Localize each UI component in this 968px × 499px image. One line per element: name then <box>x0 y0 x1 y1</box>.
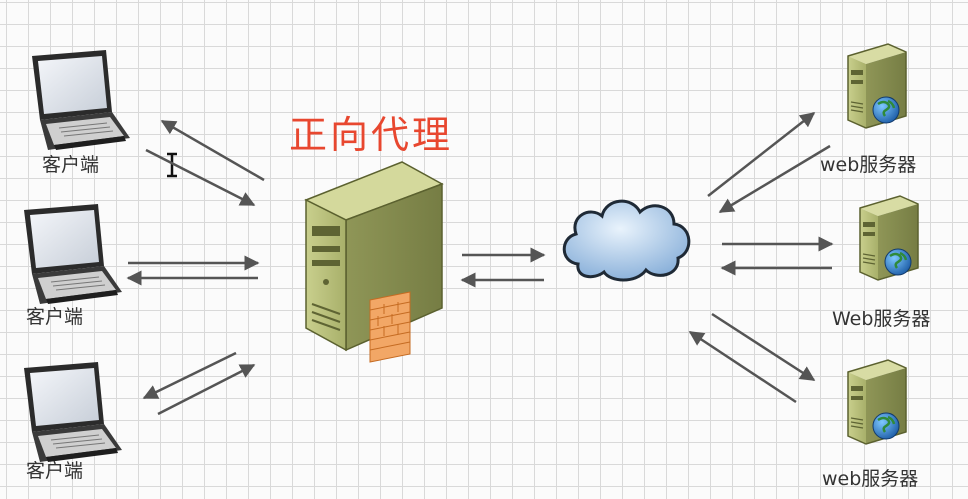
arrow-server-1-to-cloud <box>718 144 831 214</box>
arrow-cloud-to-server-3 <box>711 312 816 382</box>
arrow-client-3-to-proxy <box>157 363 256 416</box>
web-server-3-label: web服务器 <box>822 468 919 490</box>
cloud-icon <box>562 199 691 282</box>
client-3-label: 客户端 <box>26 460 84 482</box>
web-server-2-label: Web服务器 <box>832 308 931 330</box>
diagram-title: 正向代理 <box>289 113 454 157</box>
web-server-1-label: web服务器 <box>820 154 917 176</box>
text-cursor-icon <box>167 152 177 178</box>
internet-cloud <box>556 186 696 290</box>
proxy-server <box>300 158 460 372</box>
arrow-client-1-to-proxy <box>145 148 256 207</box>
arrow-server-3-to-cloud <box>688 330 797 404</box>
arrow-proxy-to-client-1 <box>160 119 265 182</box>
client-2-label: 客户端 <box>26 306 84 328</box>
arrow-proxy-to-client-3 <box>142 351 237 400</box>
client-1-label: 客户端 <box>42 154 100 176</box>
arrow-cloud-to-server-1 <box>707 112 816 197</box>
proxy-server-icon <box>304 161 444 363</box>
